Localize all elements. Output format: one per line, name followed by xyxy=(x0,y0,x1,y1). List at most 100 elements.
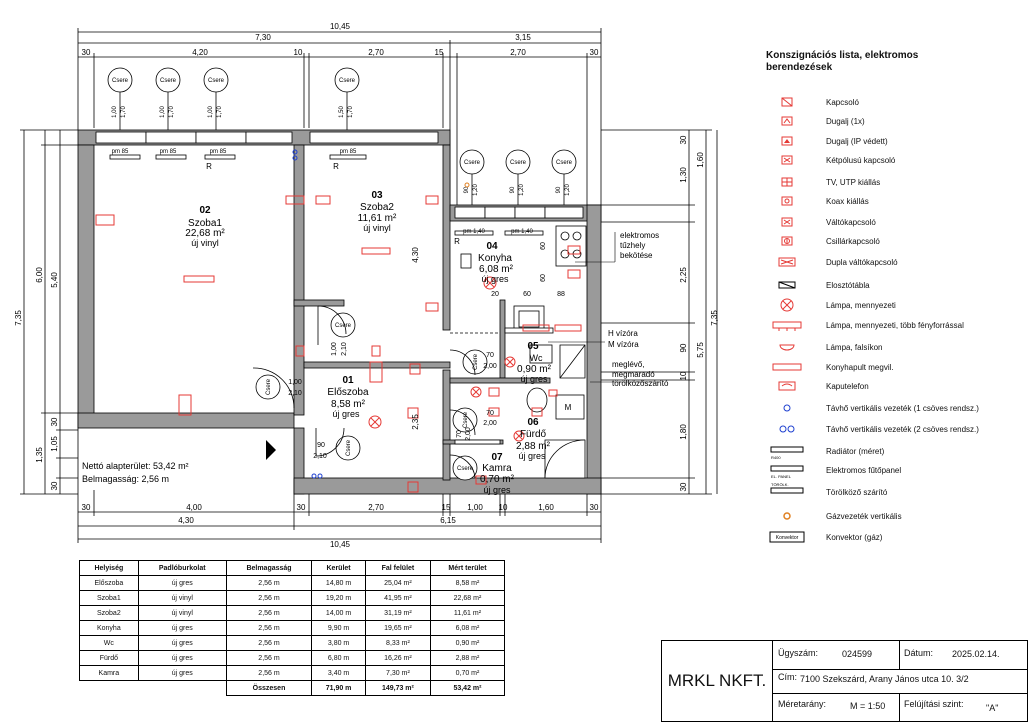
legend-item-label: Kétpólusú kapcsoló xyxy=(826,155,896,165)
csere-label: Csere xyxy=(266,378,272,395)
room-num: 01 xyxy=(342,375,354,386)
svg-text:R400: R400 xyxy=(771,455,781,460)
table-cell: Előszoba xyxy=(79,575,139,591)
room-name: Fürdő xyxy=(520,429,547,440)
dim-bot-total: 10,45 xyxy=(330,540,351,549)
room-area: 11,61 m² xyxy=(358,213,397,224)
table-cell: új vinyl xyxy=(137,590,227,606)
legend-item: Lámpa, mennyezeti xyxy=(752,296,896,314)
legend-item: Elosztótábla xyxy=(752,276,870,294)
radiators xyxy=(109,154,544,236)
dim-right-col-2: 1,60 xyxy=(696,152,705,168)
dim-bot-row-8: 30 xyxy=(590,503,599,512)
win-dim: 1,00 xyxy=(160,106,166,118)
ceiling-height-summary: Belmagasság: 2,56 m xyxy=(82,474,169,484)
dimension-right xyxy=(601,129,712,495)
table-cell: 2,56 m xyxy=(225,650,313,666)
room-floor: új gres xyxy=(481,274,509,284)
counter-light-icon xyxy=(752,358,822,376)
room-area: 6,08 m² xyxy=(479,264,514,275)
win-dim: 1,20 xyxy=(565,184,571,196)
dim-inner-235: 2,35 xyxy=(411,414,420,430)
kitchen-stove xyxy=(513,225,587,333)
legend-item-label: Dugalj (1x) xyxy=(826,116,865,126)
legend-item: Dupla váltókapcsoló xyxy=(752,253,898,271)
legend-item-label: Váltókapcsoló xyxy=(826,217,876,227)
entry-arrow-icon xyxy=(266,440,276,460)
legend-item: Koax kiállás xyxy=(752,192,869,210)
table-cell: 19,65 m² xyxy=(364,620,431,636)
room-name: Kamra xyxy=(482,463,512,474)
table-cell: 9,90 m xyxy=(311,620,366,636)
dim-bot-sub1: 4,30 xyxy=(178,516,194,525)
pm-label: pm 85 xyxy=(210,149,227,155)
room-name: Wc xyxy=(530,353,543,363)
dim-top-sub2: 3,15 xyxy=(515,33,531,42)
csere-label: Csere xyxy=(335,323,352,329)
distribution-board-icon xyxy=(752,276,822,294)
note-dryer-3: törölközőszárító xyxy=(612,379,669,388)
dim-bot-sub2: 6,15 xyxy=(440,516,456,525)
win-dim: 1,00 xyxy=(112,106,118,118)
svg-text:Konvektor: Konvektor xyxy=(776,535,799,541)
company-name: MRKL NKFT. xyxy=(662,641,773,721)
svg-text:60: 60 xyxy=(540,242,547,250)
table-cell: új gres xyxy=(137,620,227,636)
ceiling-lamp-icon xyxy=(752,296,822,314)
dim-right-col-4: 90 xyxy=(679,343,688,352)
pm-label: pm 1,40 xyxy=(511,229,533,235)
svg-text:70: 70 xyxy=(456,430,463,438)
dim-top-row-3: 2,70 xyxy=(368,48,384,57)
table-cell: Konyha xyxy=(79,620,139,636)
win-dim: 1,20 xyxy=(473,184,479,196)
title-block: MRKL NKFT. Ügyszám: 024599 Dátum: 2025.0… xyxy=(661,640,1028,722)
legend-item-label: Gázvezeték vertikális xyxy=(826,511,902,521)
legend-item-label: Lámpa, mennyezeti, több fényforrással xyxy=(826,320,964,330)
dim-inner-430: 4,30 xyxy=(411,247,420,263)
col-header: Padlóburkolat xyxy=(137,560,227,576)
table-cell: 2,56 m xyxy=(225,620,313,636)
table-cell: új gres xyxy=(137,635,227,651)
chandelier-switch-icon xyxy=(752,232,822,250)
room-area: 8,58 m² xyxy=(331,399,366,410)
win-dim: 90 xyxy=(510,186,516,193)
table-cell: új gres xyxy=(137,650,227,666)
heater-box xyxy=(460,253,472,269)
svg-text:20: 20 xyxy=(491,291,499,298)
legend-item: Lámpa, mennyezeti, több fényforrással xyxy=(752,316,964,334)
table-cell: 14,80 m xyxy=(311,575,366,591)
col-header: Helyiség xyxy=(79,560,139,576)
room-num: 04 xyxy=(486,241,498,252)
note-fireplace-2: tűzhely xyxy=(620,241,645,250)
table-cell: új gres xyxy=(137,575,227,591)
legend-item: Konyhapult megvil. xyxy=(752,358,894,376)
legend-item-label: Elektromos fűtőpanel xyxy=(826,465,902,475)
room-num: 02 xyxy=(199,205,211,216)
coax-icon xyxy=(752,192,822,210)
electric-panel-icon: EL. PANEL xyxy=(752,461,822,479)
room-name: Előszoba xyxy=(327,387,369,398)
dimension-top xyxy=(77,28,602,205)
table-cell: 2,56 m xyxy=(225,590,313,606)
dim-top-row-5: 2,70 xyxy=(510,48,526,57)
double-pipe-icon xyxy=(752,420,822,438)
table-cell: 2,56 m xyxy=(225,575,313,591)
csere-label: Csere xyxy=(112,78,129,84)
pm-label: pm 85 xyxy=(160,149,177,155)
dim-left-total: 7,35 xyxy=(14,310,23,326)
svg-text:88: 88 xyxy=(557,291,565,298)
multi-ceiling-lamp-icon xyxy=(752,316,822,334)
dim-bot-row-4: 15 xyxy=(442,503,451,512)
table-cell: 6,08 m² xyxy=(429,620,506,636)
room-labels: 02 Szoba1 22,68 m² új vinyl 03 Szoba2 11… xyxy=(185,190,551,495)
table-cell: 11,61 m² xyxy=(429,605,506,621)
total-cell: 53,42 m² xyxy=(429,680,506,696)
note-water-h: H vízóra xyxy=(608,329,638,338)
table-cell: 8,33 m² xyxy=(364,635,431,651)
gas-pipe-icon xyxy=(752,507,822,525)
legend-item: TÖRÖLK.Törölköző szárító xyxy=(752,483,887,501)
win-dim: 1,70 xyxy=(217,106,223,118)
